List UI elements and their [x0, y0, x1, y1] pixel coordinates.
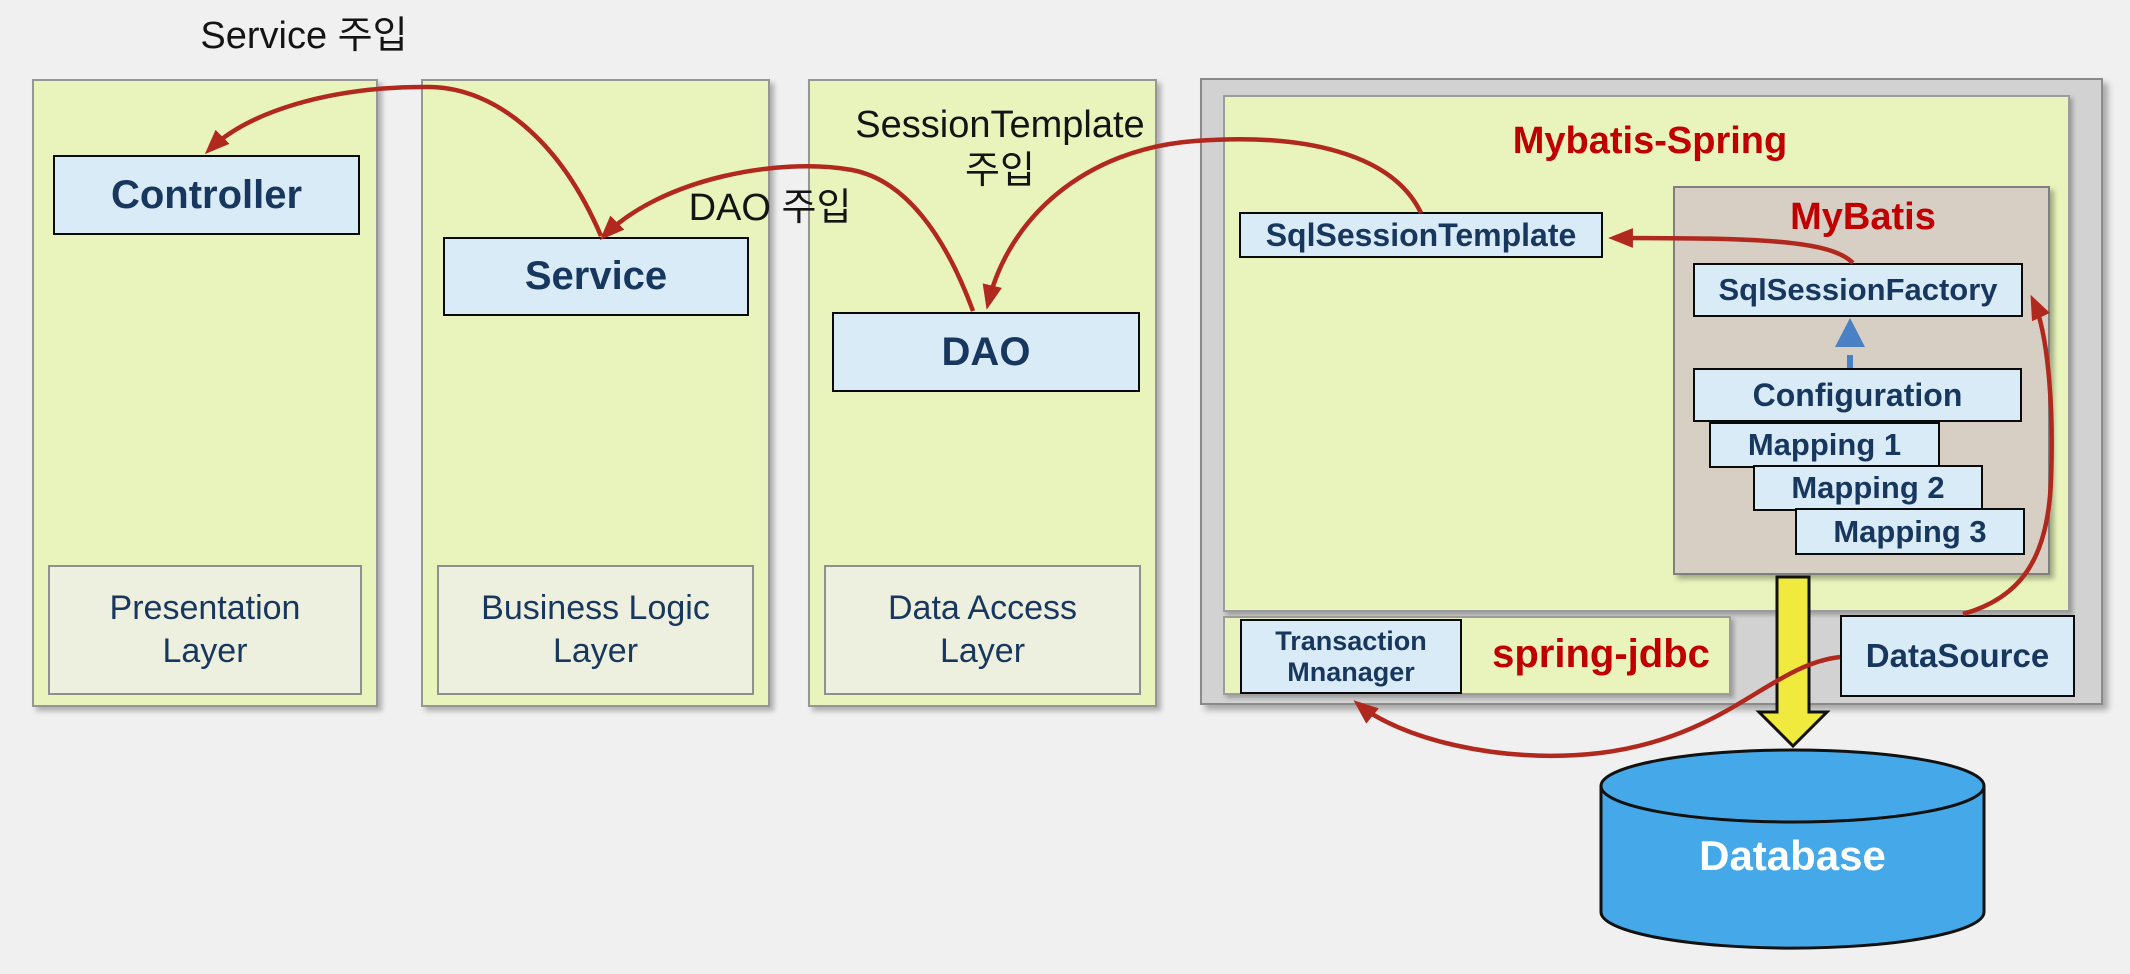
sql-session-factory-label: SqlSessionFactory: [1718, 272, 1998, 307]
dao-label: DAO: [941, 329, 1031, 374]
mapping-3-box: Mapping 3: [1795, 508, 2025, 555]
controller-box: Controller: [53, 155, 360, 235]
sql-session-template-label: SqlSessionTemplate: [1265, 216, 1577, 253]
mybatis-title: MyBatis: [1790, 196, 1936, 238]
mapping-3-label: Mapping 3: [1833, 513, 1987, 549]
data-access-layer-name: Data Access Layer: [824, 565, 1141, 695]
session-template-injection-label: SessionTemplate 주입: [855, 104, 1145, 192]
spring-jdbc-title: spring-jdbc: [1492, 632, 1710, 676]
sql-session-factory-box: SqlSessionFactory: [1693, 263, 2023, 317]
controller-label: Controller: [110, 172, 303, 217]
presentation-layer-column: Controller Presentation Layer: [32, 79, 378, 707]
transaction-manager-box: Transaction Mnanager: [1240, 619, 1462, 694]
configuration-box: Configuration: [1693, 368, 2022, 422]
business-logic-layer-column: Service Business Logic Layer: [421, 79, 770, 707]
service-box: Service: [443, 237, 749, 316]
mapping-2-box: Mapping 2: [1753, 465, 1983, 511]
business-logic-layer-name: Business Logic Layer: [437, 565, 754, 695]
database-label: Database: [1699, 832, 1886, 879]
service-injection-label: Service 주입: [200, 15, 408, 57]
datasource-label: DataSource: [1865, 637, 2050, 674]
service-label: Service: [524, 254, 668, 298]
configuration-label: Configuration: [1752, 376, 1963, 413]
sql-session-template-box: SqlSessionTemplate: [1239, 212, 1603, 258]
dao-box: DAO: [832, 312, 1140, 392]
mybatis-spring-title: Mybatis-Spring: [1512, 120, 1788, 162]
mapping-1-box: Mapping 1: [1709, 422, 1940, 468]
mapping-1-label: Mapping 1: [1747, 427, 1902, 462]
datasource-box: DataSource: [1840, 615, 2075, 697]
mapping-2-label: Mapping 2: [1791, 470, 1945, 505]
presentation-layer-name: Presentation Layer: [48, 565, 362, 695]
